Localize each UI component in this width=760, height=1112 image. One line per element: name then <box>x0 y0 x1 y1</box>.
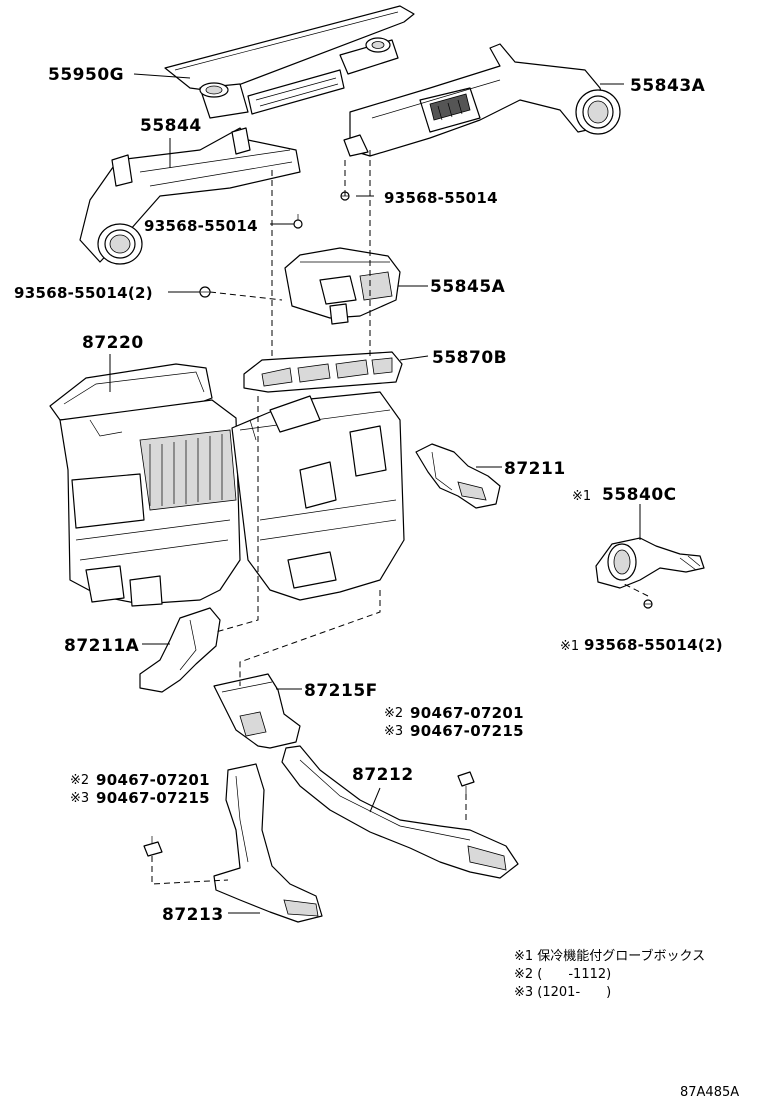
label-93568-55014-c: 93568-55014(2) <box>14 284 153 302</box>
label-90467-07201-a-mark: ※2 <box>384 706 403 721</box>
label-90467-07201-b-mark: ※2 <box>70 773 89 788</box>
part-55844-drawing <box>79 127 301 265</box>
part-87220-drawing <box>49 363 405 607</box>
label-90467-07215-a-mark: ※3 <box>384 724 403 739</box>
part-55845a-drawing <box>284 247 401 325</box>
note-1: ※1 保冷機能付グローブボックス <box>514 948 705 964</box>
label-90467-07201-b: 90467-07201 <box>96 771 210 789</box>
label-93568-55014-a: 93568-55014 <box>384 189 498 207</box>
label-55840c: 55840C <box>602 485 677 505</box>
part-55950g-drawing <box>164 5 415 119</box>
note-3: ※3 (1201- ) <box>514 985 611 1000</box>
label-55843a: 55843A <box>630 76 706 96</box>
diagram-code: 87A485A <box>680 1085 739 1100</box>
label-55844: 55844 <box>140 116 202 136</box>
label-90467-07215-b-mark: ※3 <box>70 791 89 806</box>
label-93568-55014-b: 93568-55014 <box>144 217 258 235</box>
label-87212: 87212 <box>352 765 414 785</box>
label-55845a: 55845A <box>430 277 506 297</box>
label-87211: 87211 <box>504 459 566 479</box>
label-90467-07201-a: 90467-07201 <box>410 704 524 722</box>
part-55870b-drawing <box>243 351 403 393</box>
part-55843a-drawing <box>343 43 621 157</box>
part-87213-drawing <box>213 763 323 923</box>
label-55840c-mark: ※1 <box>572 489 591 504</box>
screw-2-icon <box>293 214 303 229</box>
part-87211-drawing <box>415 443 501 509</box>
label-90467-07215-b: 90467-07215 <box>96 789 210 807</box>
label-87215f: 87215F <box>304 681 378 701</box>
clip-2-icon <box>143 836 163 857</box>
label-93568-55014-d-mark: ※1 <box>560 639 579 654</box>
screw-4-icon <box>643 599 653 609</box>
label-55870b: 55870B <box>432 348 507 368</box>
label-90467-07215-a: 90467-07215 <box>410 722 524 740</box>
note-2: ※2 ( -1112) <box>514 967 611 982</box>
part-55840c-drawing <box>595 537 705 589</box>
screw-3-icon <box>199 286 211 298</box>
clip-1-icon <box>457 771 475 794</box>
label-87211a: 87211A <box>64 636 140 656</box>
part-87215f-drawing <box>213 673 301 749</box>
label-93568-55014-d: 93568-55014(2) <box>584 636 723 654</box>
label-55950g: 55950G <box>48 65 124 85</box>
part-87211a-drawing <box>139 607 221 693</box>
leader-lines <box>109 73 641 914</box>
assembly-lines <box>151 150 649 885</box>
label-87220: 87220 <box>82 333 144 353</box>
label-87213: 87213 <box>162 905 224 925</box>
